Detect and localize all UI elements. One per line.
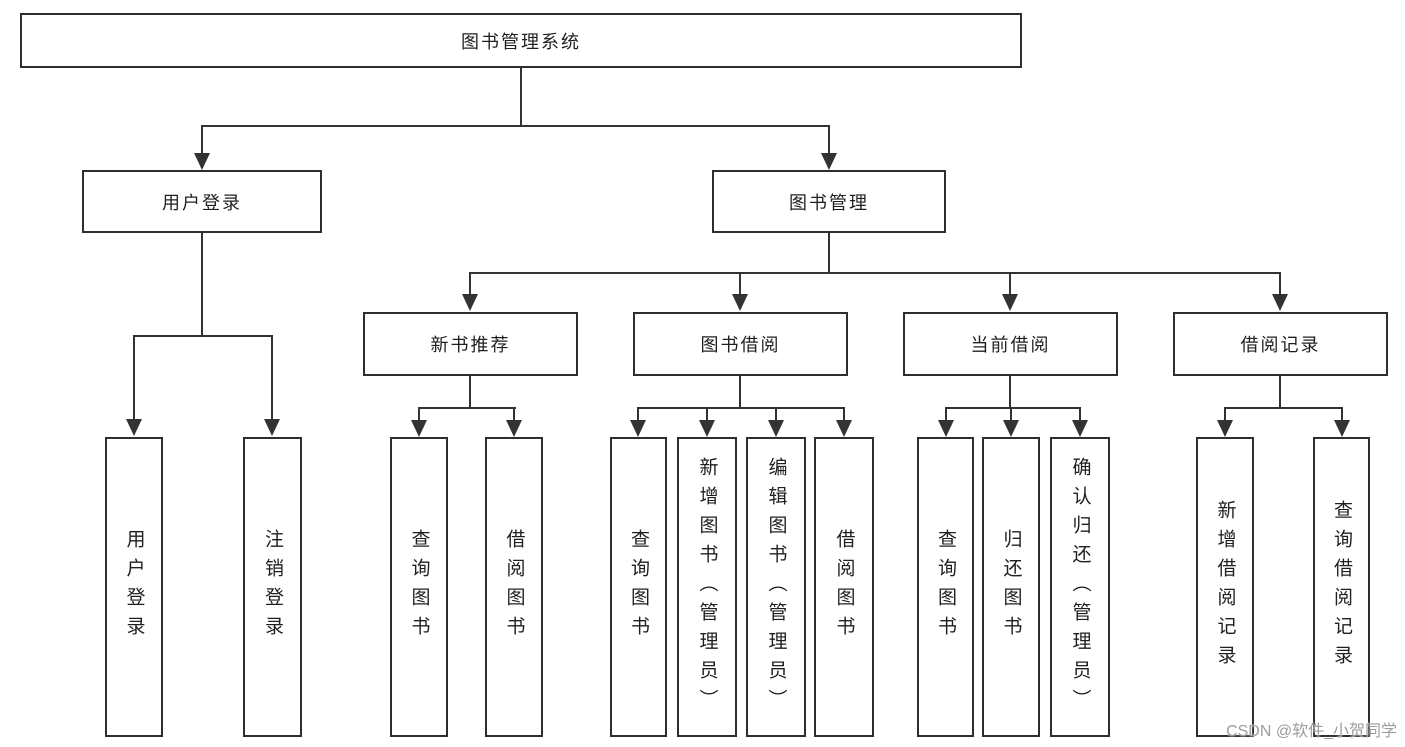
connector-borrow-stub bbox=[739, 376, 741, 407]
leaf-return-books: 归还图书 bbox=[982, 437, 1040, 737]
connector-current-stub bbox=[1009, 376, 1011, 407]
arrow-down-icon bbox=[1002, 294, 1018, 311]
arrow-down-icon bbox=[506, 420, 522, 437]
connector-current-hline bbox=[945, 407, 1081, 409]
node-book-borrowing: 图书借阅 bbox=[633, 312, 848, 376]
leaf-recommend-query-books: 查询图书 bbox=[390, 437, 448, 737]
leaf-recommend-borrow-books: 借阅图书 bbox=[485, 437, 543, 737]
arrow-down-icon bbox=[768, 420, 784, 437]
connector-borrow-hline bbox=[637, 407, 845, 409]
connector-recommend-drop-1 bbox=[418, 407, 420, 421]
connector-records-stub bbox=[1279, 376, 1281, 407]
connector-user-login-stub bbox=[201, 233, 203, 335]
arrow-down-icon bbox=[836, 420, 852, 437]
leaf-label: 编辑图书（管理员） bbox=[765, 456, 787, 718]
connector-root-stub bbox=[520, 68, 522, 125]
connector-recommend-stub bbox=[469, 376, 471, 407]
leaf-label: 确认归还（管理员） bbox=[1069, 456, 1091, 718]
arrow-down-icon bbox=[938, 420, 954, 437]
leaf-label: 借阅图书 bbox=[833, 529, 855, 645]
arrow-down-icon bbox=[1003, 420, 1019, 437]
leaf-add-books-admin: 新增图书（管理员） bbox=[677, 437, 737, 737]
arrow-down-icon bbox=[630, 420, 646, 437]
arrow-down-icon bbox=[821, 153, 837, 170]
leaf-label: 查询图书 bbox=[408, 529, 430, 645]
node-current-borrowing: 当前借阅 bbox=[903, 312, 1118, 376]
connector-borrow-drop-3 bbox=[775, 407, 777, 421]
node-borrowing-records: 借阅记录 bbox=[1173, 312, 1388, 376]
connector-book-mgmt-drop-2 bbox=[739, 272, 741, 295]
leaf-label: 新增图书（管理员） bbox=[696, 456, 718, 718]
connector-current-drop-1 bbox=[945, 407, 947, 421]
leaf-confirm-return-admin: 确认归还（管理员） bbox=[1050, 437, 1110, 737]
arrow-down-icon bbox=[1072, 420, 1088, 437]
node-new-book-recommendation: 新书推荐 bbox=[363, 312, 578, 376]
node-user-login: 用户登录 bbox=[82, 170, 322, 233]
leaf-user-login: 用户登录 bbox=[105, 437, 163, 737]
arrow-down-icon bbox=[194, 153, 210, 170]
connector-root-drop-right bbox=[828, 125, 830, 154]
node-user-login-label: 用户登录 bbox=[162, 192, 242, 213]
connector-borrow-drop-2 bbox=[706, 407, 708, 421]
leaf-label: 查询图书 bbox=[628, 529, 649, 645]
node-current-borrowing-label: 当前借阅 bbox=[970, 335, 1051, 355]
arrow-down-icon bbox=[1334, 420, 1350, 437]
node-book-management-label: 图书管理 bbox=[789, 192, 869, 213]
node-root: 图书管理系统 bbox=[20, 13, 1022, 68]
connector-recommend-drop-2 bbox=[513, 407, 515, 421]
connector-current-drop-3 bbox=[1079, 407, 1081, 421]
leaf-label: 归还图书 bbox=[1000, 529, 1022, 645]
leaf-add-borrow-record: 新增借阅记录 bbox=[1196, 437, 1254, 737]
arrow-down-icon bbox=[264, 419, 280, 436]
connector-root-drop-left bbox=[201, 125, 203, 154]
connector-records-drop-2 bbox=[1341, 407, 1343, 421]
watermark: CSDN @软件_小贺同学 bbox=[1226, 723, 1397, 740]
connector-borrow-drop-1 bbox=[637, 407, 639, 421]
leaf-label: 注销登录 bbox=[262, 529, 283, 645]
leaf-label: 新增借阅记录 bbox=[1214, 500, 1236, 674]
node-new-book-recommendation-label: 新书推荐 bbox=[430, 335, 511, 355]
connector-recommend-hline bbox=[418, 407, 516, 409]
connector-user-login-drop-2 bbox=[271, 335, 273, 420]
connector-current-drop-2 bbox=[1010, 407, 1012, 421]
leaf-label: 借阅图书 bbox=[503, 529, 525, 645]
connector-book-mgmt-stub bbox=[828, 233, 830, 272]
connector-borrow-drop-4 bbox=[843, 407, 845, 421]
connector-book-mgmt-drop-3 bbox=[1009, 272, 1011, 295]
leaf-borrow-query-books: 查询图书 bbox=[610, 437, 667, 737]
leaf-query-borrow-record: 查询借阅记录 bbox=[1313, 437, 1370, 737]
arrow-down-icon bbox=[732, 294, 748, 311]
leaf-label: 查询借阅记录 bbox=[1331, 500, 1352, 674]
arrow-down-icon bbox=[126, 419, 142, 436]
connector-records-drop-1 bbox=[1224, 407, 1226, 421]
leaf-label: 查询图书 bbox=[935, 529, 956, 645]
arrow-down-icon bbox=[462, 294, 478, 311]
connector-book-mgmt-drop-1 bbox=[469, 272, 471, 295]
leaf-label: 用户登录 bbox=[123, 529, 145, 645]
connector-book-mgmt-hline bbox=[469, 272, 1281, 274]
connector-user-login-drop-1 bbox=[133, 335, 135, 420]
node-borrowing-records-label: 借阅记录 bbox=[1240, 335, 1321, 355]
node-book-borrowing-label: 图书借阅 bbox=[700, 335, 781, 355]
leaf-edit-books-admin: 编辑图书（管理员） bbox=[746, 437, 806, 737]
node-root-label: 图书管理系统 bbox=[461, 31, 581, 52]
connector-user-login-hline bbox=[133, 335, 273, 337]
arrow-down-icon bbox=[1217, 420, 1233, 437]
leaf-borrow-books: 借阅图书 bbox=[814, 437, 874, 737]
connector-book-mgmt-drop-4 bbox=[1279, 272, 1281, 295]
connector-root-hline bbox=[201, 125, 830, 127]
connector-records-hline bbox=[1224, 407, 1343, 409]
leaf-logout: 注销登录 bbox=[243, 437, 302, 737]
arrow-down-icon bbox=[699, 420, 715, 437]
leaf-current-query-books: 查询图书 bbox=[917, 437, 974, 737]
node-book-management: 图书管理 bbox=[712, 170, 946, 233]
arrow-down-icon bbox=[1272, 294, 1288, 311]
arrow-down-icon bbox=[411, 420, 427, 437]
